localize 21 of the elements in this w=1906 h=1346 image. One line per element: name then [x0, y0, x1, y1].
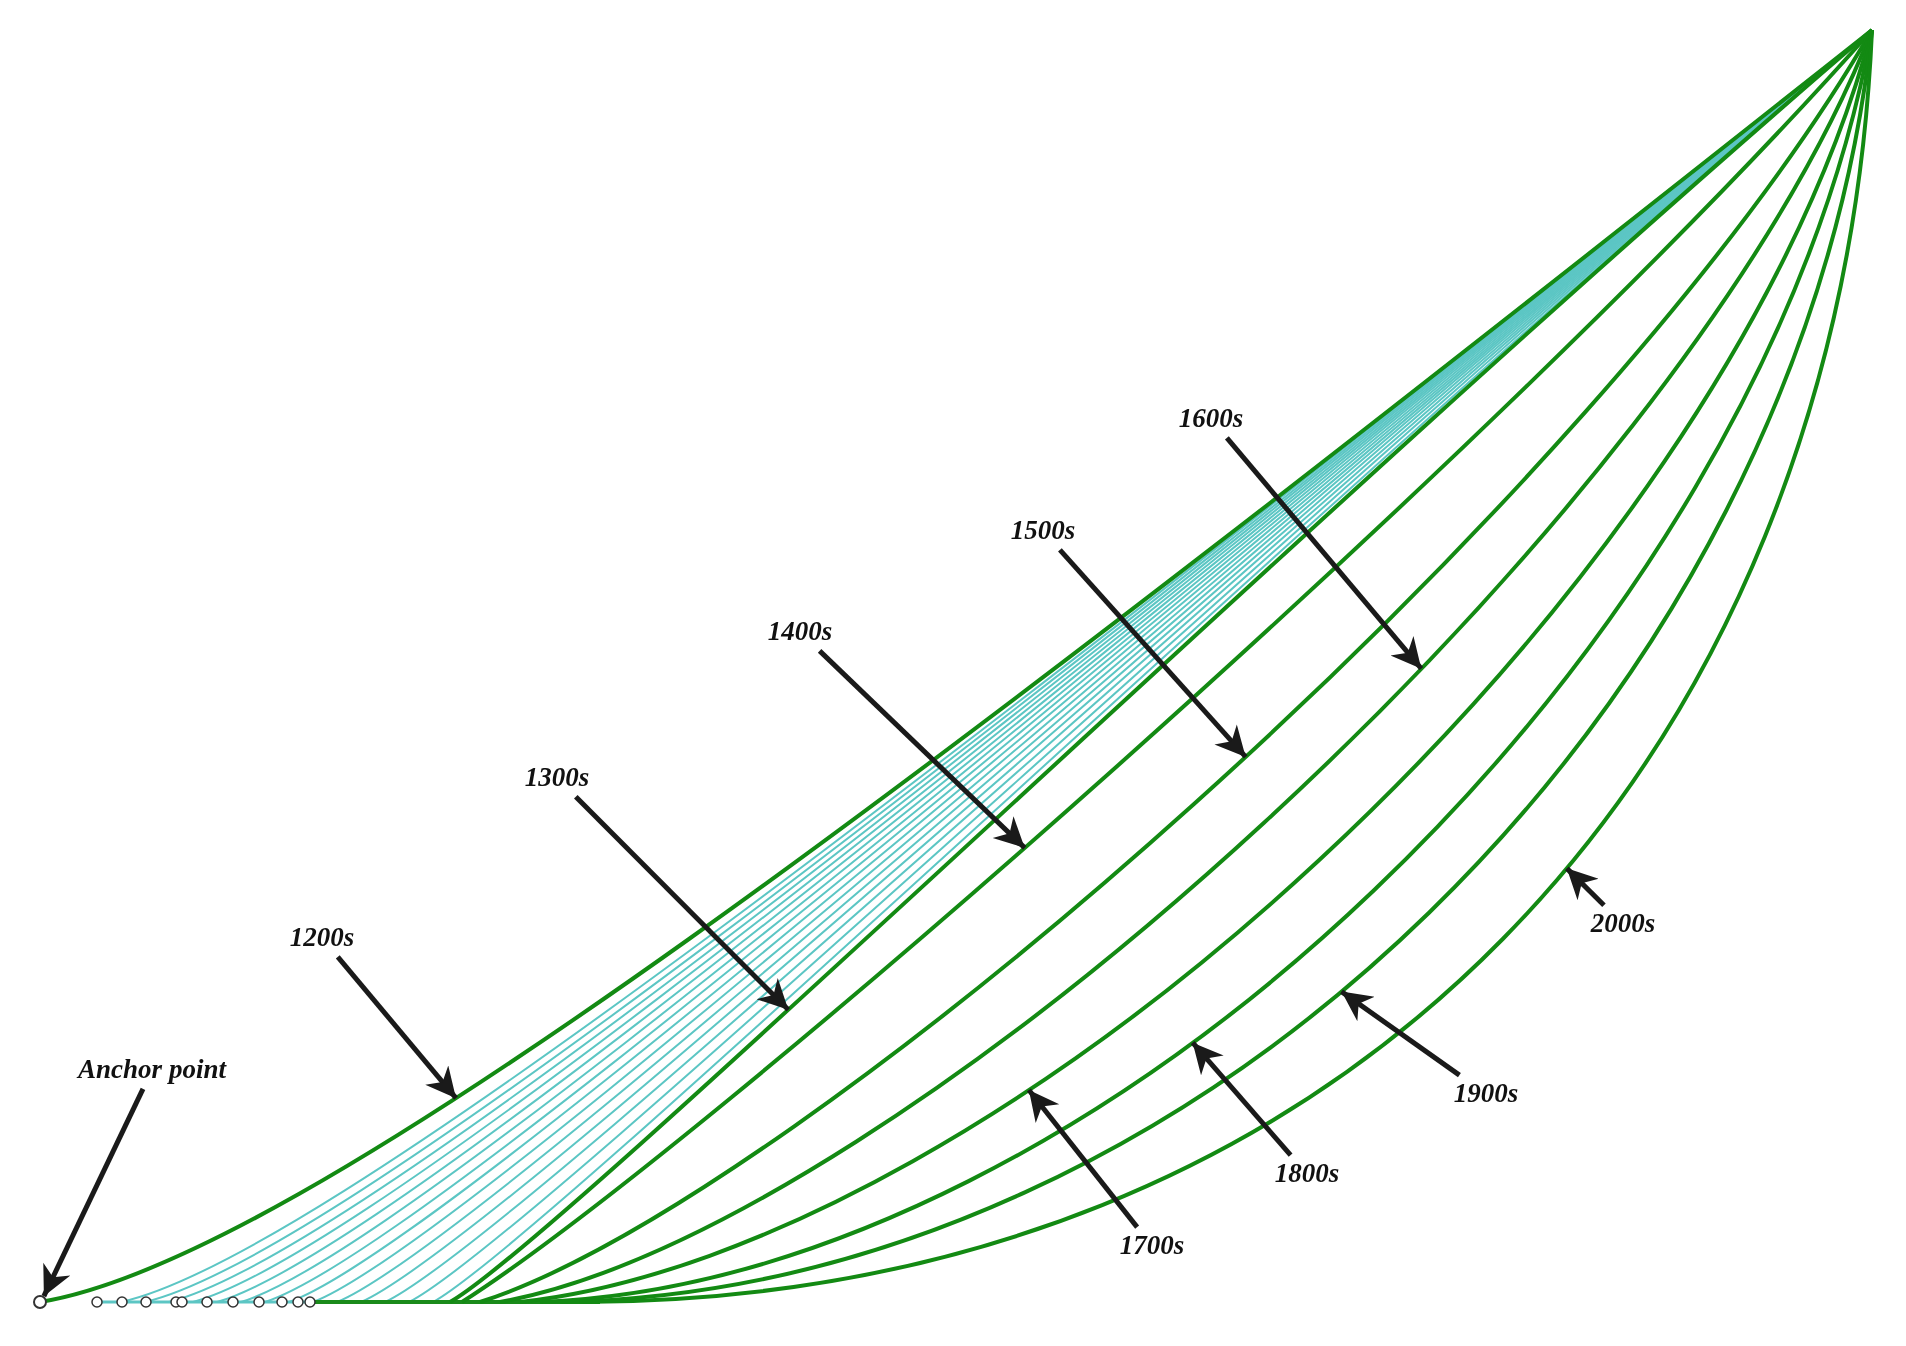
arrow	[1058, 548, 1248, 759]
arrow	[1026, 1088, 1140, 1229]
arrow	[1340, 989, 1461, 1078]
arrow	[574, 795, 791, 1012]
arrow	[335, 955, 458, 1100]
time-label: 2000s	[1590, 909, 1656, 939]
arrow	[817, 649, 1027, 850]
time-label: 1800s	[1274, 1159, 1340, 1189]
time-label: 1700s	[1119, 1231, 1185, 1261]
arrow	[1224, 436, 1424, 671]
time-label: 1400s	[767, 617, 833, 647]
arrow	[1190, 1041, 1293, 1157]
time-label: Anchor point	[78, 1055, 226, 1085]
arrow	[41, 1087, 146, 1298]
time-label: 1600s	[1178, 404, 1244, 434]
anchor-point-marker	[33, 1295, 47, 1309]
time-label: 1900s	[1453, 1079, 1519, 1109]
time-label: 1500s	[1010, 516, 1076, 546]
arrow	[1565, 866, 1606, 907]
time-label: 1200s	[289, 923, 355, 953]
time-label: 1300s	[524, 763, 590, 793]
